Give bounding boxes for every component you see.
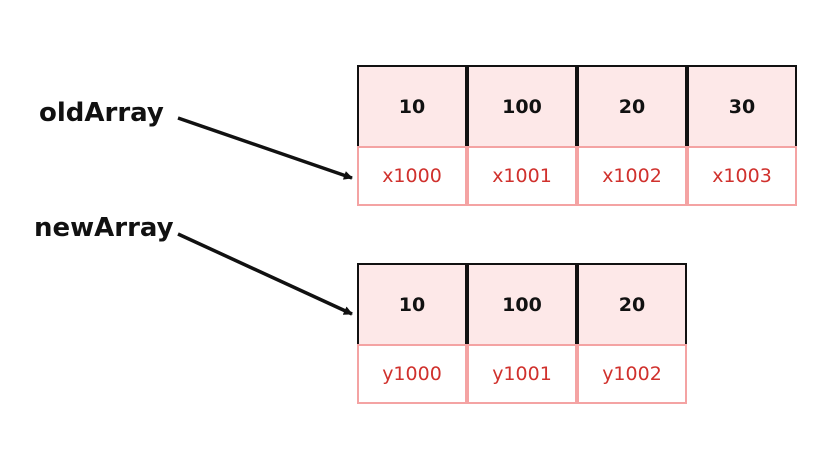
cell-address: x1002 xyxy=(577,146,687,206)
cell-value: 100 xyxy=(467,263,577,344)
old-array-label: oldArray xyxy=(39,98,164,128)
old-array-pointer-arrow xyxy=(177,116,353,180)
cell-address: x1001 xyxy=(467,146,577,206)
array-cell: 10 x1000 xyxy=(357,65,467,206)
cell-address: y1002 xyxy=(577,344,687,404)
cell-value: 20 xyxy=(577,65,687,146)
array-cell: 100 y1001 xyxy=(467,263,577,404)
cell-value: 20 xyxy=(577,263,687,344)
cell-value: 10 xyxy=(357,263,467,344)
new-array-label: newArray xyxy=(34,213,174,243)
array-cell: 30 x1003 xyxy=(687,65,797,206)
array-cell: 20 y1002 xyxy=(577,263,687,404)
array-cell: 100 x1001 xyxy=(467,65,577,206)
cell-address: x1003 xyxy=(687,146,797,206)
new-array: 10 y1000 100 y1001 20 y1002 xyxy=(357,263,687,404)
new-array-pointer-arrow xyxy=(177,232,353,316)
cell-address: y1001 xyxy=(467,344,577,404)
array-cell: 20 x1002 xyxy=(577,65,687,206)
cell-value: 30 xyxy=(687,65,797,146)
array-cell: 10 y1000 xyxy=(357,263,467,404)
cell-address: y1000 xyxy=(357,344,467,404)
old-array: 10 x1000 100 x1001 20 x1002 30 x1003 xyxy=(357,65,797,206)
cell-value: 100 xyxy=(467,65,577,146)
cell-value: 10 xyxy=(357,65,467,146)
cell-address: x1000 xyxy=(357,146,467,206)
